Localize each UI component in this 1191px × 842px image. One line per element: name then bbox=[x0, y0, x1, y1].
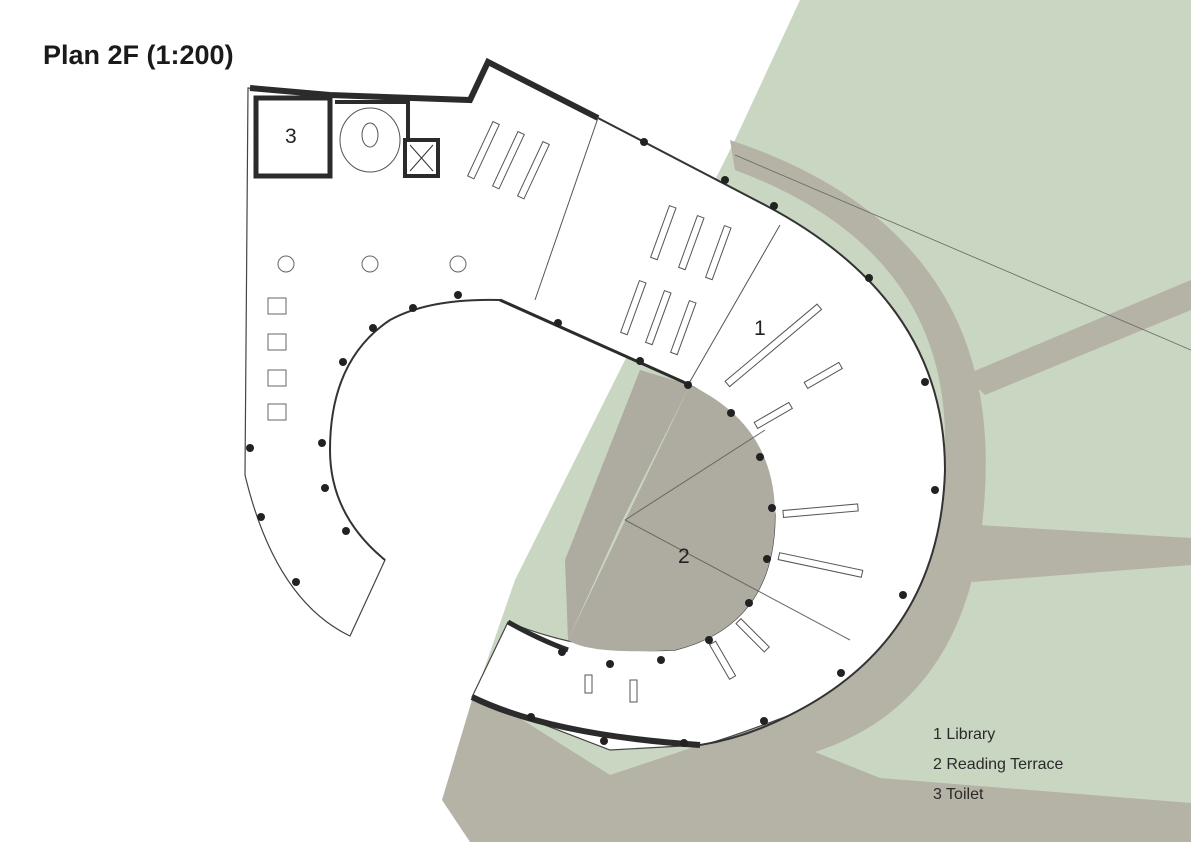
columns bbox=[246, 138, 939, 747]
circular-path bbox=[442, 140, 1191, 842]
south-wall bbox=[470, 694, 701, 748]
path-branch-north bbox=[965, 280, 1191, 395]
elevator-x-2 bbox=[409, 144, 434, 172]
terrace-edge bbox=[624, 429, 766, 521]
path-branch-east bbox=[972, 525, 1191, 582]
spiral-stair bbox=[339, 107, 401, 173]
toilet-wall bbox=[253, 95, 333, 179]
room-labels: 1 2 3 bbox=[285, 125, 766, 568]
spiral-stair-core bbox=[361, 122, 379, 148]
legend-item-library: 1 Library bbox=[933, 726, 996, 743]
north-wall bbox=[249, 57, 600, 121]
room-label-2: 2 bbox=[678, 545, 690, 568]
page-title: Plan 2F (1:200) bbox=[43, 40, 234, 70]
building bbox=[244, 57, 947, 751]
legend-item-reading-terrace: 2 Reading Terrace bbox=[933, 756, 1064, 773]
reading-terrace-floor bbox=[568, 385, 775, 652]
bookshelves bbox=[466, 120, 864, 703]
legend: 1 Library 2 Reading Terrace 3 Toilet bbox=[933, 720, 1063, 810]
inner-glazing bbox=[328, 298, 501, 561]
inner-facade bbox=[499, 298, 691, 387]
inner-wall bbox=[506, 619, 569, 653]
partition-2 bbox=[687, 224, 781, 386]
room-label-1: 1 bbox=[754, 317, 766, 340]
terrace-overlap bbox=[565, 370, 690, 640]
partition-1 bbox=[534, 117, 599, 301]
lounge-furniture bbox=[267, 255, 467, 421]
site-line bbox=[734, 154, 1191, 351]
room-label-3: 3 bbox=[285, 125, 297, 148]
legend-item-toilet: 3 Toilet bbox=[933, 786, 984, 803]
outer-glazing bbox=[597, 117, 947, 746]
terrace-edge-2 bbox=[624, 519, 851, 641]
